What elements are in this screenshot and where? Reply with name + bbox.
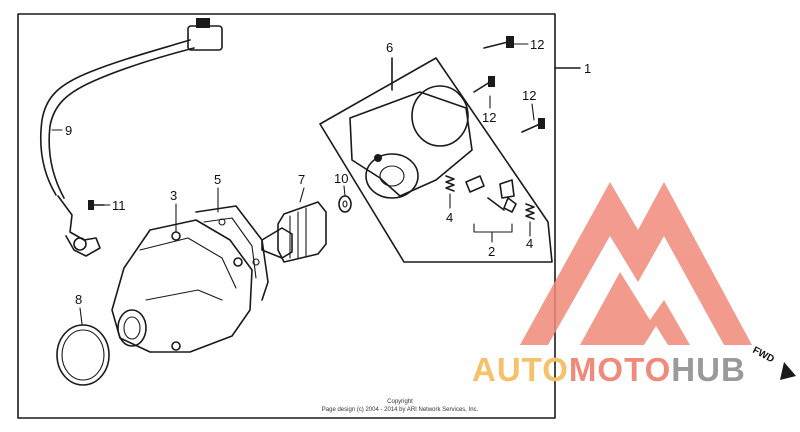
- pinion-gear-7: [261, 201, 327, 263]
- washer-10: [338, 195, 352, 213]
- callout-1: 1: [584, 61, 591, 76]
- callout-12c: 12: [522, 88, 536, 103]
- copyright-notice: Page design (c) 2004 - 2014 by ARI Netwo…: [322, 407, 479, 413]
- fwd-label: FWD: [751, 345, 776, 365]
- gasket-5: [195, 205, 269, 301]
- leader-lines: [51, 43, 535, 325]
- arrow-icon: [780, 362, 796, 380]
- callout-labels: 1 2 3 4 4 5 6 7 8 9 10 11 12 12 12: [65, 37, 591, 307]
- callout-3: 3: [170, 188, 177, 203]
- wordmark-hub: HUB: [671, 351, 746, 388]
- watermark-logo: [520, 182, 752, 345]
- watermark-wordmark: AUTOMOTOHUB: [472, 351, 746, 388]
- brush-set-2: [465, 175, 517, 243]
- svg-text:AUTOMOTOHUB: AUTOMOTOHUB: [472, 351, 746, 388]
- starter-motor-6: [319, 57, 553, 263]
- o-ring-8: [56, 324, 110, 386]
- wordmark-auto: AUTO: [472, 351, 569, 388]
- copyright-block: Copyright Page design (c) 2004 - 2014 by…: [322, 399, 479, 413]
- connector-coupler: [187, 25, 223, 51]
- callout-4a: 4: [446, 210, 453, 225]
- copyright-title: Copyright: [387, 399, 413, 405]
- starter-housing-3: [111, 219, 253, 353]
- callout-8: 8: [75, 292, 82, 307]
- callout-2: 2: [488, 244, 495, 259]
- callout-12a: 12: [530, 37, 544, 52]
- callout-5: 5: [214, 172, 221, 187]
- callout-9: 9: [65, 123, 72, 138]
- callout-6: 6: [386, 40, 393, 55]
- bolt-11: [88, 200, 105, 210]
- callout-7: 7: [298, 172, 305, 187]
- callout-10: 10: [334, 171, 348, 186]
- spring-4: [445, 175, 535, 237]
- assembly-frame: [17, 13, 581, 419]
- callout-12b: 12: [482, 110, 496, 125]
- forward-direction-arrow: FWD: [751, 345, 796, 380]
- callout-11: 11: [112, 198, 126, 213]
- callout-4b: 4: [526, 236, 533, 251]
- wordmark-moto: MOTO: [569, 351, 671, 388]
- wire-harness: [39, 18, 223, 257]
- bolt-12: [473, 36, 545, 133]
